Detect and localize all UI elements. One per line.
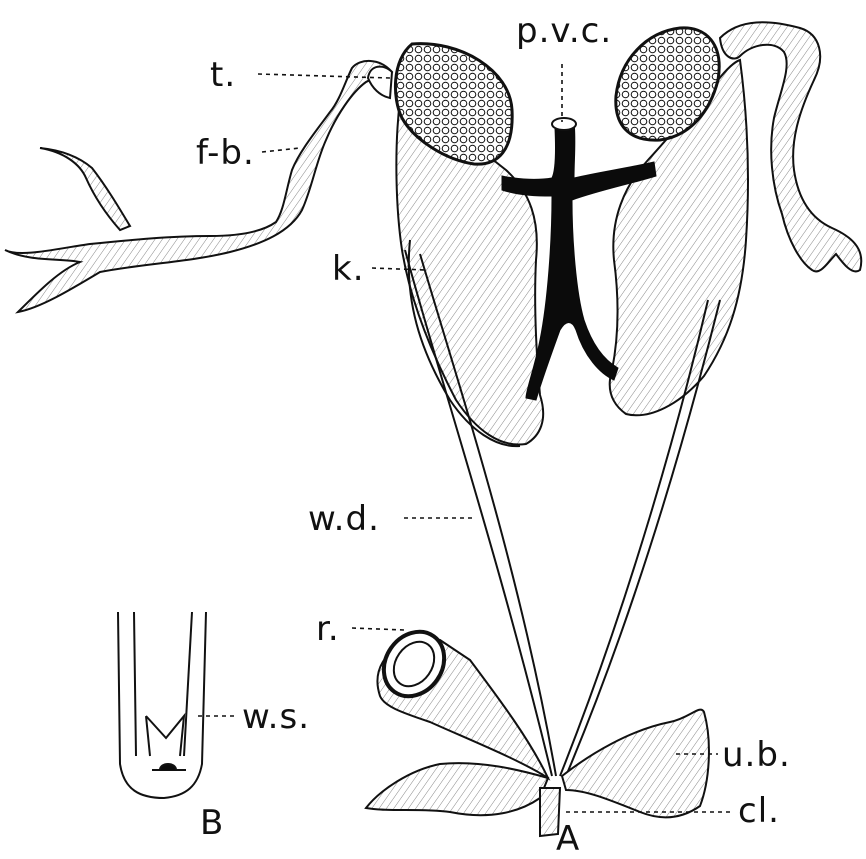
leader-r — [352, 628, 404, 630]
inset-b-seminal-vesicle — [118, 612, 206, 798]
label-seminal-vesicle: w.s. — [242, 700, 310, 734]
label-postcaval-vein: p.v.c. — [516, 14, 612, 48]
label-fat-body: f-b. — [196, 136, 255, 170]
label-rectum: r. — [316, 612, 340, 646]
leader-fb — [262, 148, 300, 152]
label-cloaca: cl. — [738, 794, 780, 828]
panel-label-b: B — [200, 806, 224, 840]
panel-label-a: A — [556, 822, 580, 856]
rectum — [372, 620, 548, 778]
label-kidney: k. — [332, 252, 365, 286]
label-wolffian-duct: w.d. — [308, 502, 380, 536]
label-testis: t. — [210, 58, 236, 92]
label-urinary-bladder: u.b. — [722, 738, 791, 772]
